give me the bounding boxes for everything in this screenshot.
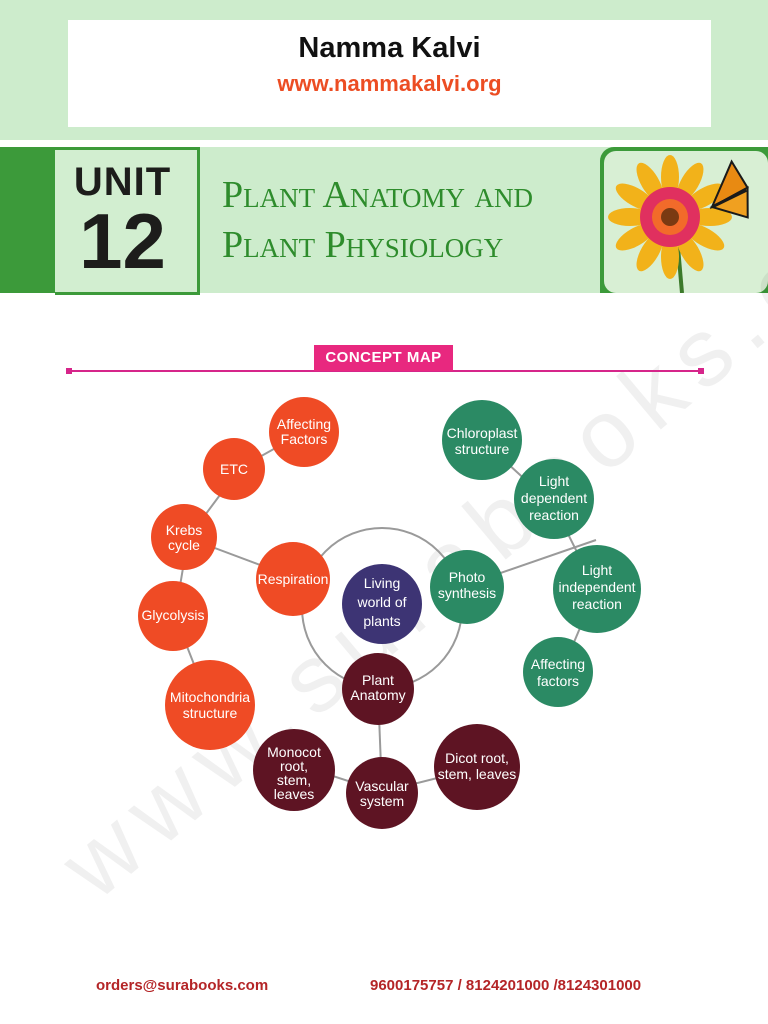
rule-right-dot: [698, 368, 704, 374]
affecting-factors-top-node[interactable]: [269, 397, 339, 467]
respiration-node[interactable]: [256, 542, 330, 616]
chloroplast-node[interactable]: [442, 400, 522, 480]
unit-box: UNIT 12: [55, 147, 200, 295]
vascular-system-node[interactable]: [346, 757, 418, 829]
living-world-node[interactable]: [342, 564, 422, 644]
concept-map-label: CONCEPT MAP: [314, 345, 453, 371]
unit-band-accent: [0, 147, 55, 293]
site-url-link[interactable]: www.nammakalvi.org: [277, 71, 502, 96]
glycolysis-node[interactable]: [138, 581, 208, 651]
krebs-cycle-node[interactable]: [151, 504, 217, 570]
light-dependent-node[interactable]: [514, 459, 594, 539]
dicot-label: Dicot root,stem, leaves: [438, 750, 517, 782]
etc-node[interactable]: [203, 438, 265, 500]
footer-email[interactable]: orders@surabooks.com: [96, 977, 269, 994]
unit-label: UNIT: [73, 160, 172, 204]
rule-left-dot: [66, 368, 72, 374]
chapter-title: Plant Anatomy and Plant Physiology: [222, 170, 602, 270]
flower-butterfly-image: [600, 147, 768, 294]
mitochondria-node[interactable]: [165, 660, 255, 750]
photosynthesis-node[interactable]: [430, 550, 504, 624]
concept-map-rule: [68, 370, 702, 372]
footer-phones: 9600175757 / 8124201000 /8124301000: [370, 977, 642, 994]
unit-number: 12: [79, 197, 166, 285]
respiration-label: Respiration: [258, 571, 329, 587]
light-independent-node[interactable]: [553, 545, 641, 633]
site-name: Namma Kalvi: [298, 32, 481, 64]
header-title-box: Namma Kalvi www.nammakalvi.org: [68, 20, 711, 127]
dicot-node[interactable]: [434, 724, 520, 810]
chapter-title-line1: Plant Anatomy and: [222, 174, 533, 216]
flower-butterfly-icon: [604, 151, 768, 294]
chapter-title-line2: Plant Physiology: [222, 224, 504, 266]
plant-anatomy-node[interactable]: [342, 653, 414, 725]
monocot-node[interactable]: [253, 729, 335, 811]
etc-label: ETC: [220, 461, 248, 477]
glycolysis-label: Glycolysis: [141, 607, 204, 623]
affecting-factors-right-node[interactable]: [523, 637, 593, 707]
